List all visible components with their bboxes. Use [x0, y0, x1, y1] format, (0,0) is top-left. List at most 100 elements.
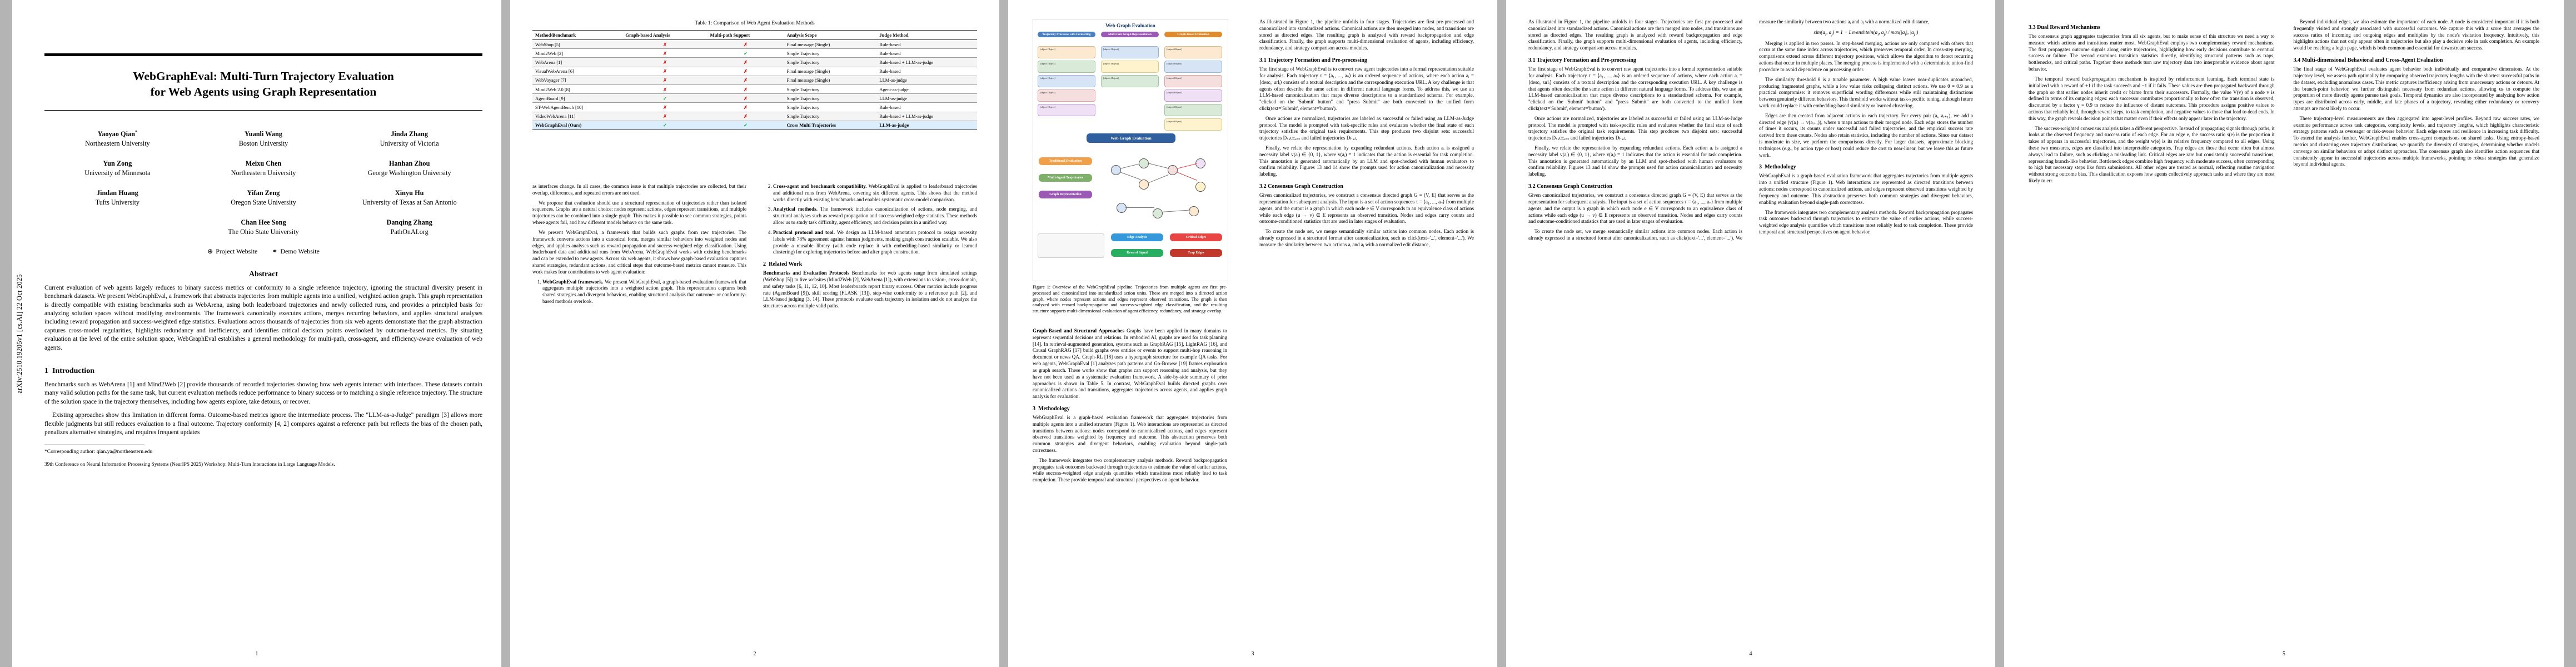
figure-chip-footer: [1038, 233, 1104, 258]
list-item: Practical protocol and tool. We design a…: [773, 230, 977, 256]
graph-based-text: Graphs have been applied in many domains…: [1033, 328, 1227, 400]
author-affiliation: Northeastern University: [85, 139, 150, 147]
intro-paragraph-2: Existing approaches show this limitation…: [44, 412, 482, 436]
p4-sub32-p4: The similarity threshold θ is a tunable …: [1759, 76, 1973, 108]
section-number: 3: [1033, 405, 1036, 412]
sub31-para-1: The first stage of WebGraphEval is to co…: [1259, 66, 1474, 111]
figure-graph-edge: [1177, 163, 1198, 170]
subsection-heading-3-3: 3.3 Dual Reward Mechanisms: [2029, 24, 2100, 31]
subsection-heading-3-2: 3.2 Consensus Graph Construction: [1259, 183, 1343, 190]
cell-multipath: ✓: [743, 50, 748, 56]
figure-graph-node: [1111, 165, 1121, 175]
table-row: Mind2Web [2] ✗ ✓ Single Trajectory Rule-…: [532, 49, 977, 58]
figure1-caption: Figure 1: Overview of the WebGraphEval p…: [1033, 285, 1227, 313]
cell-graph: ✗: [662, 86, 667, 92]
cell-graph: ✗: [662, 104, 667, 111]
arxiv-stamp-text: arXiv:2510.19205v1 [cs.AI] 22 Oct 2025: [15, 273, 23, 394]
graph-based-para: Graph-Based and Structural Approaches Gr…: [1033, 328, 1227, 400]
table1-col-method: Method/Benchmark: [532, 29, 623, 41]
figure-graph-node: [1189, 206, 1199, 216]
figure-graph-edge: [1119, 172, 1141, 180]
page-5: 3.3 Dual Reward Mechanisms The consensus…: [2004, 0, 2564, 667]
p4-sub31-p1: The first stage of WebGraphEval is to co…: [1528, 66, 1742, 111]
page-4: As illustrated in Figure 1, the pipeline…: [1506, 0, 1995, 667]
cell-judge: Agent-as-judge: [879, 86, 909, 92]
title-line-2: for Web Agents using Graph Representatio…: [150, 85, 377, 99]
cell-method: ST-WebAgentBench [10]: [535, 104, 584, 111]
cell-multipath: ✗: [743, 86, 748, 92]
cell-method: WebGraphEval (Ours): [535, 122, 582, 128]
as-illustrated-para: As illustrated in Figure 1, the pipeline…: [1259, 19, 1474, 51]
table-row: VisualWebArena [6] ✗ ✗ Final message (Si…: [532, 67, 977, 76]
p4-sub31-p3: Finally, we relate the representation by…: [1528, 145, 1742, 177]
cell-judge: LLM-as-judge: [879, 122, 909, 128]
table1: Method/Benchmark Graph-based Analysis Mu…: [532, 29, 977, 130]
figure-chip-9: [object Object]: [1164, 61, 1222, 73]
p4-subsection-methodology: 3 Methodology: [1759, 164, 1973, 170]
table-row: WebShop [5] ✗ ✗ Final message (Single) R…: [532, 39, 977, 49]
p4-sub31-p2: Once actions are normalized, trajectorie…: [1528, 115, 1742, 141]
figure-graph-edge: [1176, 172, 1198, 181]
demo-website-label: Demo Website: [280, 247, 320, 255]
figure-graph-node: [1117, 203, 1127, 213]
figure-badge-5: Trap Edges: [1170, 249, 1222, 257]
contribution-text: We present WebGraphEval, a graph-based e…: [542, 278, 747, 304]
figure-graph-edge: [1125, 207, 1154, 208]
p4-subsection-3-1: 3.1 Trajectory Formation and Pre-process…: [1528, 57, 1637, 64]
author-entry: Xinyu Hu University of Texas at San Anto…: [336, 188, 482, 207]
figure-badge-1: Traditional Evaluation: [1039, 157, 1092, 165]
cell-judge: Rule-based + LLM-as-judge: [879, 59, 934, 66]
project-website-link[interactable]: ⊕ Project Website: [207, 247, 257, 256]
author-row: Yaoyao Qian* Northeastern University Yua…: [44, 130, 482, 148]
author-name: Meixu Chen: [245, 160, 282, 168]
title-rule-bottom: [44, 109, 482, 111]
author-name: Yuanli Wang: [244, 130, 283, 138]
author-spacer: [44, 218, 191, 236]
cell-multipath: ✗: [743, 95, 748, 101]
list-item: WebGraphEval framework. We present WebGr…: [542, 279, 746, 305]
author-entry: Yifan Zeng Oregon State University: [191, 188, 337, 207]
p4-methodology-intro: WebGraphEval is a graph-based evaluation…: [1759, 173, 1973, 205]
cell-method: VisualWebArena [6]: [535, 68, 574, 74]
cell-multipath: ✗: [743, 113, 748, 120]
author-entry: Yaoyao Qian* Northeastern University: [44, 130, 191, 148]
figure-chip-12: [object Object]: [1164, 104, 1222, 116]
author-affiliation: The Ohio State University: [228, 227, 299, 236]
author-name: Chan Hee Song: [241, 218, 286, 226]
contribution-label: Analytical methods.: [773, 206, 818, 212]
figure-graph-node: [1195, 182, 1205, 192]
contribution-label: WebGraphEval framework.: [542, 278, 604, 285]
cell-graph: ✗: [662, 68, 667, 74]
cell-method: WebVoyager [7]: [535, 77, 566, 83]
author-affiliation: George Washington University: [367, 168, 451, 177]
page1-content: WebGraphEval: Multi-Turn Trajectory Eval…: [44, 53, 482, 473]
p4-subsection-3-2: 3.2 Consensus Graph Construction: [1528, 183, 1612, 190]
table-row: WebVoyager [7] ✗ ✗ Final message (Single…: [532, 76, 977, 85]
list-item: Cross-agent and benchmark compatibility.…: [773, 183, 977, 203]
cell-scope: Final message (Single): [786, 77, 830, 83]
author-row: Jindan Huang Tufts University Yifan Zeng…: [44, 188, 482, 207]
demo-website-link[interactable]: ⚭ Demo Website: [272, 247, 320, 256]
abstract-heading: Abstract: [248, 270, 278, 278]
cell-method: Mind2Web 2.0 [8]: [535, 86, 570, 92]
cell-graph: ✓: [662, 95, 667, 101]
section-heading-introduction: 1 Introduction: [44, 367, 482, 376]
page3-left-column: Graph-Based and Structural Approaches Gr…: [1033, 328, 1227, 638]
cell-multipath: ✗: [743, 77, 748, 83]
page-title: WebGraphEval: Multi-Turn Trajectory Eval…: [44, 68, 482, 100]
page-number: 4: [1749, 651, 1752, 657]
multi-dim-p2: These trajectory-level measurements are …: [2293, 115, 2540, 167]
section-number: 3: [1759, 164, 1762, 171]
cell-scope: Single Trajectory: [786, 59, 820, 66]
title-line-1: WebGraphEval: Multi-Turn Trajectory Eval…: [133, 69, 394, 83]
author-name-text: Yaoyao Qian: [97, 130, 135, 138]
figure-stage-header-2: Graph-Based Evaluation: [1164, 32, 1222, 37]
author-entry: Yun Zong University of Minnesota: [44, 159, 191, 177]
author-entry: Danqing Zhang PathOnAI.org: [336, 218, 482, 236]
author-entry: Meixu Chen Northeastern University: [191, 159, 337, 177]
author-name: Yaoyao Qian*: [44, 130, 191, 139]
p4-methodology-framework: The framework integrates two complementa…: [1759, 209, 1973, 235]
venue-note: 39th Conference on Neural Information Pr…: [44, 461, 335, 467]
methodology-intro: WebGraphEval is a graph-based evaluation…: [1033, 414, 1227, 453]
figure-badge-4: Critical Edges: [1170, 233, 1222, 241]
